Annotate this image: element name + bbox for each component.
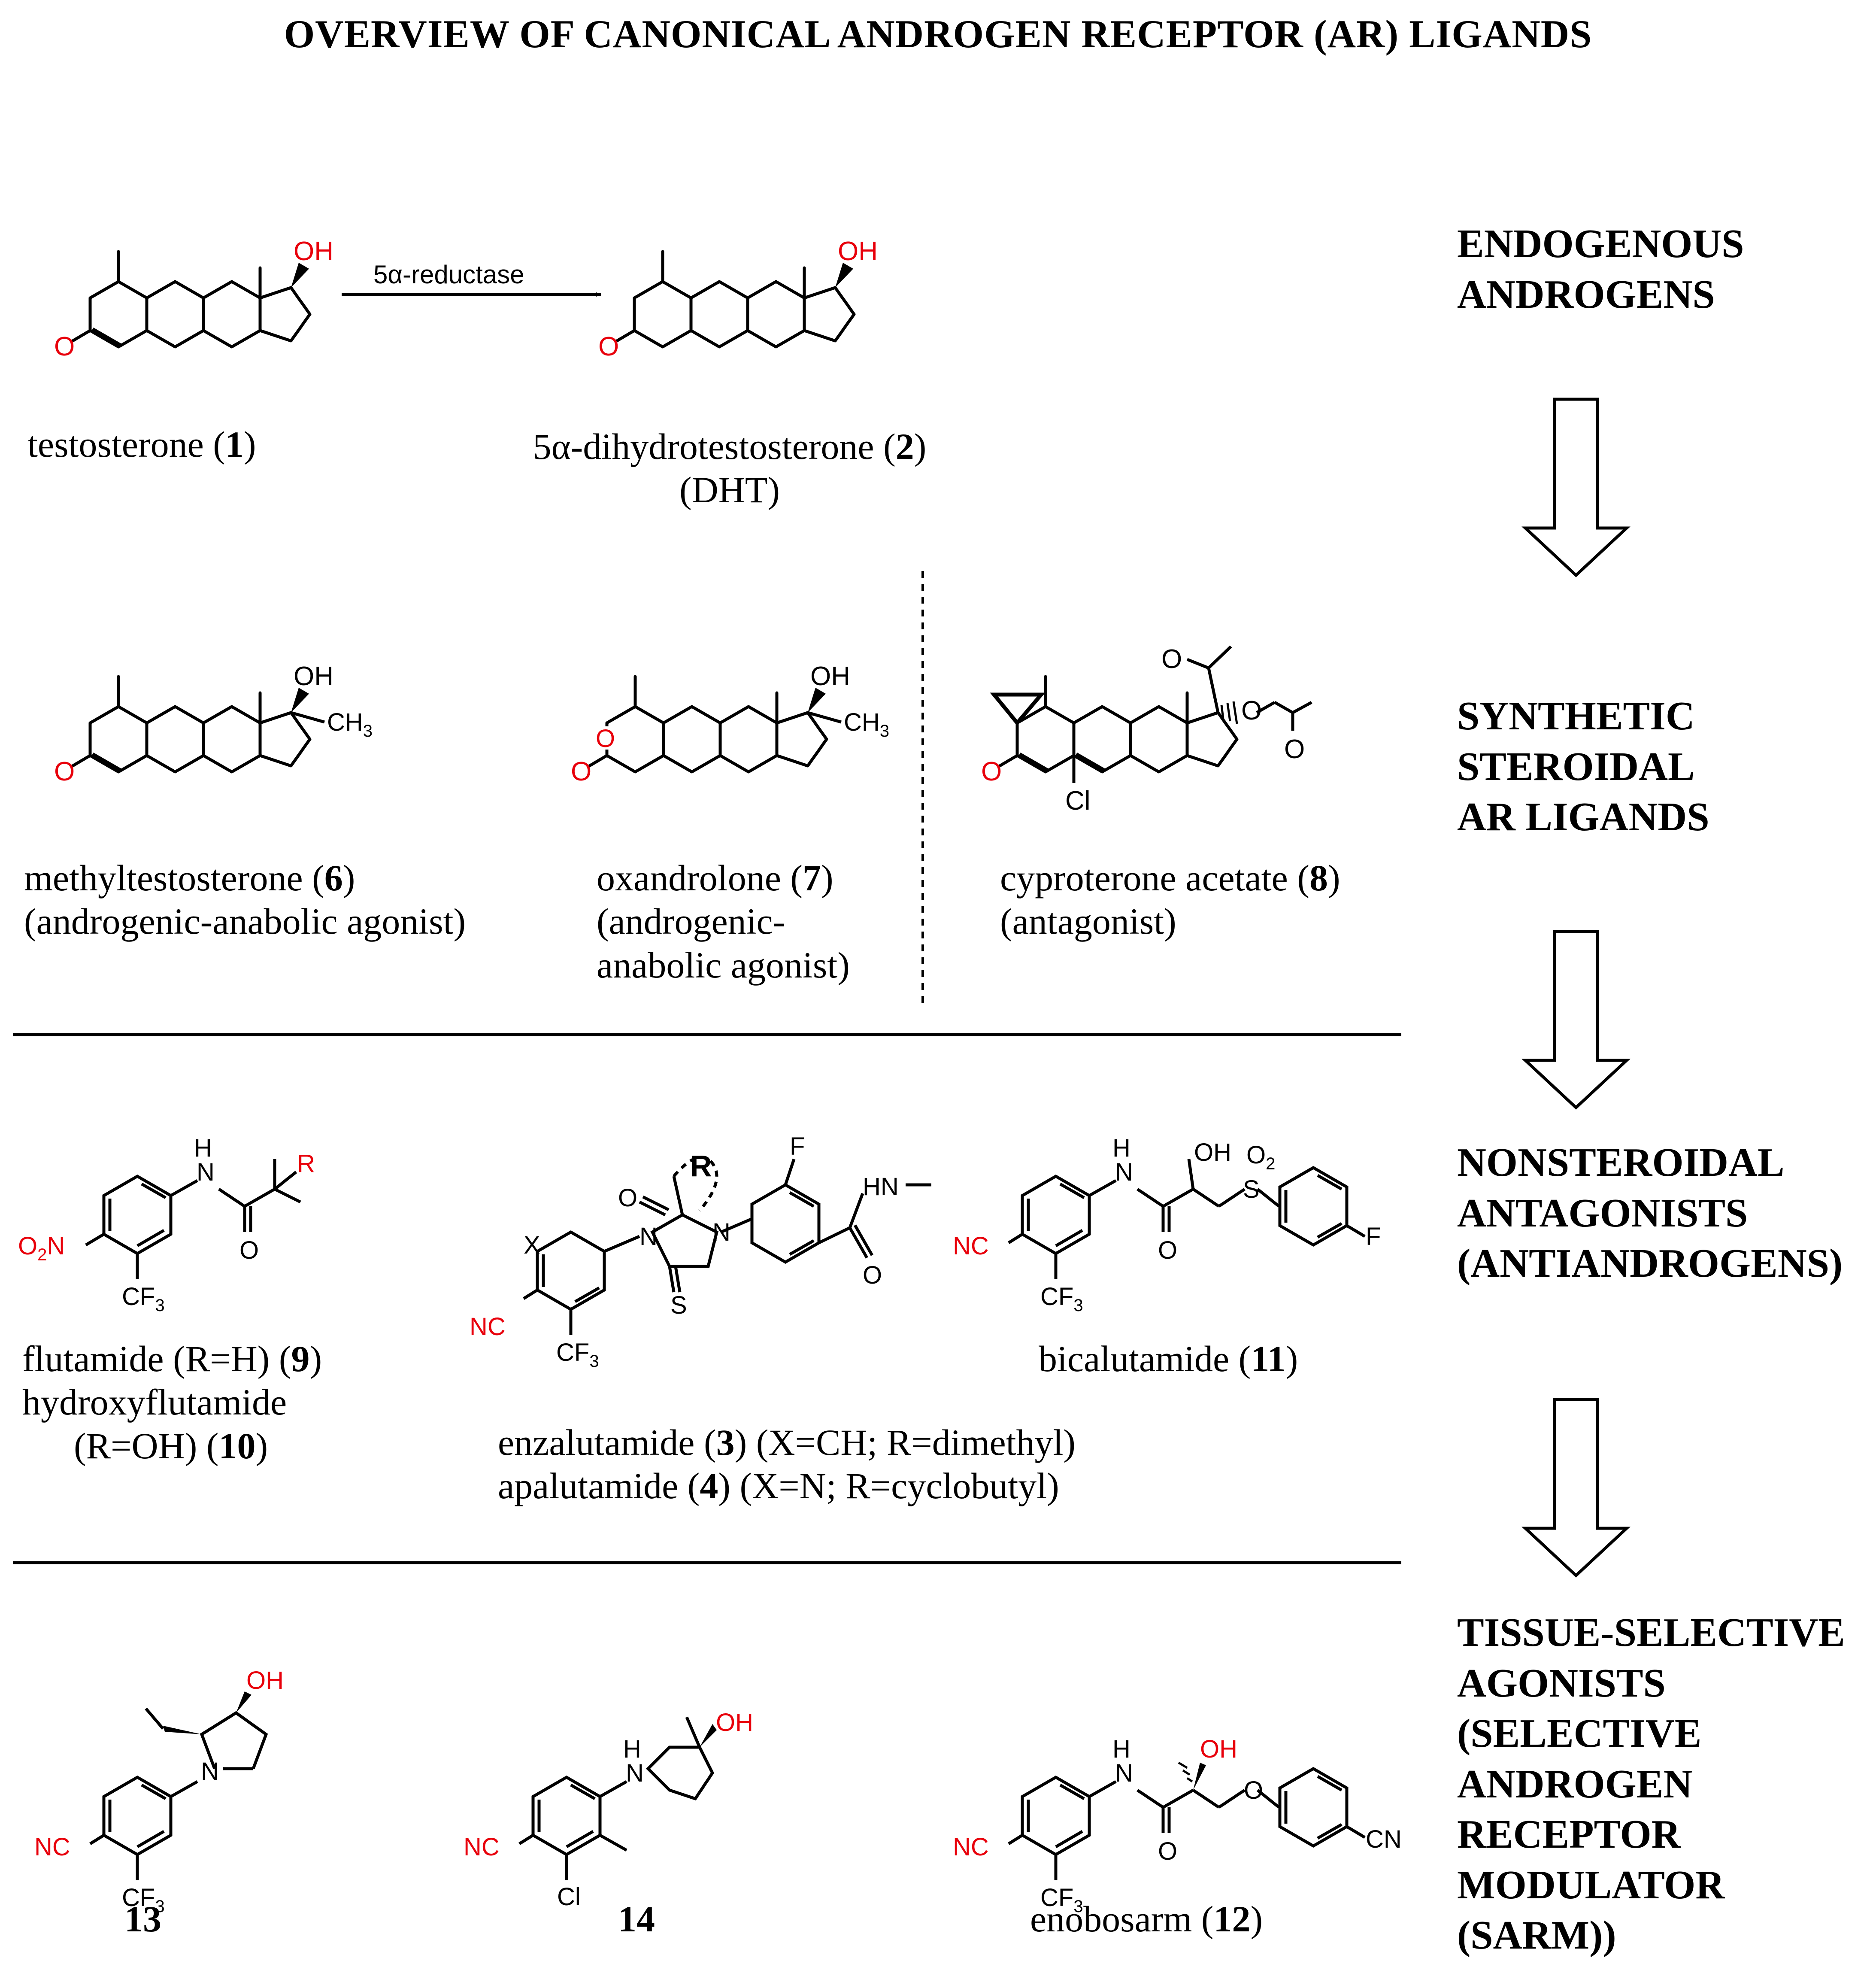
nitrile-label: NC xyxy=(953,1232,989,1260)
carbonyl-oxygen-label: O xyxy=(239,1236,259,1264)
ketone-oxygen-label: O xyxy=(54,332,75,361)
carbonyl-oxygen-label: O xyxy=(1284,735,1305,764)
enzalutamide-structure: X N N O S R F HN O CF3 NC xyxy=(470,1132,931,1371)
methyl-label: CH3 xyxy=(327,708,373,741)
caption-flutamide: flutamide (R=H) (9) hydroxyflutamide (R=… xyxy=(22,1338,322,1466)
flow-arrow xyxy=(1521,930,1631,1110)
oxandrolone-structure: O O OH CH3 xyxy=(571,662,889,786)
hydantoin-oxygen-label: O xyxy=(618,1184,637,1212)
pyrrolidine-n-label: N xyxy=(201,1758,219,1785)
ketone-oxygen-label: O xyxy=(981,757,1002,786)
amine-n-label: N xyxy=(626,1759,644,1787)
nitrile-label: NC xyxy=(464,1833,500,1861)
cf3-label: CF3 xyxy=(1040,1884,1083,1916)
compound-14-structure: N H OH Cl NC xyxy=(464,1709,753,1911)
flow-arrow xyxy=(1521,1398,1631,1578)
hydantoin-n3-label: N xyxy=(712,1218,730,1246)
acetyl-oxygen-label: O xyxy=(1161,644,1182,674)
caption-bicalutamide: bicalutamide (11) xyxy=(1039,1338,1298,1379)
ketone-oxygen-label: O xyxy=(571,757,591,786)
flow-arrow xyxy=(1521,398,1631,577)
cf3-label: CF3 xyxy=(122,1884,165,1916)
amide-oxygen-label: O xyxy=(863,1261,882,1289)
amide-h-label: H xyxy=(1112,1735,1130,1763)
hydroxyl-label: OH xyxy=(838,237,878,266)
ring-oxygen-label: O xyxy=(596,725,615,753)
chloro-label: Cl xyxy=(557,1883,581,1911)
amide-h-label: H xyxy=(194,1134,212,1162)
thione-s-label: S xyxy=(670,1291,687,1319)
ketone-oxygen-label: O xyxy=(598,332,619,361)
hydroxyl-label: OH xyxy=(1194,1138,1231,1166)
figure-title: OVERVIEW OF CANONICAL ANDROGEN RECEPTOR … xyxy=(284,12,1592,56)
ether-oxygen-label: O xyxy=(1244,1776,1263,1804)
amide-h-label: H xyxy=(1112,1134,1130,1162)
r-group-label: R xyxy=(297,1150,315,1178)
caption-enobosarm: enobosarm (12) xyxy=(1030,1898,1263,1940)
nitrile-label: NC xyxy=(34,1833,70,1861)
caption-testosterone: testosterone (1) xyxy=(27,424,256,465)
fluoro-label: F xyxy=(790,1132,805,1160)
amide-hn-label: HN xyxy=(863,1173,899,1201)
nitro-label: O2N xyxy=(18,1232,65,1264)
section-tissue-selective-agonists: TISSUE-SELECTIVE AGONISTS (SELECTIVE AND… xyxy=(1457,1610,1845,1958)
amide-n-label: N xyxy=(1115,1158,1133,1186)
hydroxyl-label: OH xyxy=(294,237,333,266)
chloro-label: Cl xyxy=(1065,786,1091,816)
reaction-arrow-label: 5α-reductase xyxy=(373,260,524,289)
cyano-label: CN xyxy=(1366,1825,1402,1853)
compound-13-structure: N OH CF3 NC xyxy=(34,1667,284,1916)
x-atom-label: X xyxy=(524,1231,540,1259)
carbonyl-oxygen-label: O xyxy=(1158,1236,1177,1264)
ester-oxygen-label: O xyxy=(1241,696,1262,726)
amide-n-label: N xyxy=(197,1158,215,1186)
caption-compound-14: 14 xyxy=(618,1898,655,1940)
r-group-label: R xyxy=(690,1149,712,1183)
amide-n-label: N xyxy=(1115,1759,1133,1787)
hydantoin-n1-label: N xyxy=(639,1223,658,1251)
ketone-oxygen-label: O xyxy=(54,757,75,786)
cf3-label: CF3 xyxy=(122,1283,165,1315)
section-synthetic-steroidal: SYNTHETIC STEROIDAL AR LIGANDS xyxy=(1457,694,1709,839)
fluoro-label: F xyxy=(1366,1223,1381,1251)
hydroxyl-label: OH xyxy=(294,662,333,691)
section-endogenous-androgens: ENDOGENOUS ANDROGENS xyxy=(1457,222,1744,317)
cf3-label: CF3 xyxy=(1040,1283,1083,1315)
bicalutamide-structure: N H O OH S O2 F CF3 NC xyxy=(953,1134,1381,1315)
hydroxyl-label: OH xyxy=(716,1709,753,1736)
amine-h-label: H xyxy=(623,1735,641,1763)
sulfonyl-o2-label: O2 xyxy=(1246,1141,1275,1173)
caption-methyltestosterone: methyltestosterone (6) (androgenic-anabo… xyxy=(24,857,466,942)
carbonyl-oxygen-label: O xyxy=(1158,1837,1177,1865)
cf3-label: CF3 xyxy=(556,1339,599,1371)
methyl-label: CH3 xyxy=(844,708,889,741)
hydroxyl-label: OH xyxy=(246,1667,284,1694)
hydroxyl-label: OH xyxy=(810,662,850,691)
testosterone-structure: O OH xyxy=(54,237,333,361)
sulfonyl-s-label: S xyxy=(1243,1175,1260,1203)
dht-structure: O OH xyxy=(598,237,878,361)
caption-oxandrolone: oxandrolone (7) (androgenic- anabolic ag… xyxy=(597,857,850,986)
nitrile-label: NC xyxy=(470,1313,506,1341)
section-nonsteroidal-antagonists: NONSTEROIDAL ANTAGONISTS (ANTIANDROGENS) xyxy=(1457,1140,1843,1286)
caption-enzalutamide-apalutamide: enzalutamide (3) (X=CH; R=dimethyl) apal… xyxy=(498,1422,1076,1507)
methyltestosterone-structure: O OH CH3 xyxy=(54,662,373,786)
flutamide-structure: N H O R CF3 O2N xyxy=(18,1134,315,1315)
cyproterone-structure: O Cl O O O xyxy=(981,644,1312,816)
hydroxyl-label: OH xyxy=(1200,1735,1237,1763)
nitrile-label: NC xyxy=(953,1833,989,1861)
enobosarm-structure: N H O OH O CN CF3 NC xyxy=(953,1735,1402,1916)
caption-cyproterone: cyproterone acetate (8) (antagonist) xyxy=(1000,857,1340,942)
caption-compound-13: 13 xyxy=(124,1898,161,1940)
caption-dht: 5α-dihydrotestosterone (2) (DHT) xyxy=(533,426,927,511)
